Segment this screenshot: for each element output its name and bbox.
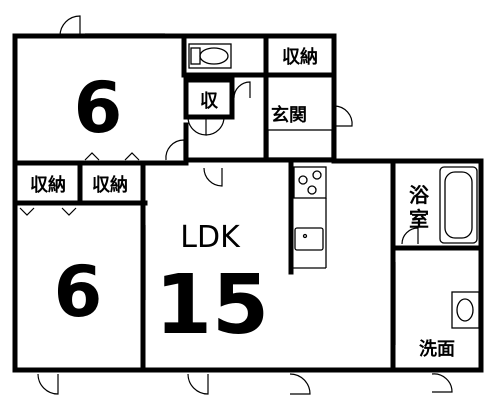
door-bedroom-top bbox=[165, 139, 185, 161]
closet-left-label: 収納 bbox=[30, 174, 66, 196]
ldk-mats: 15 bbox=[155, 258, 269, 353]
entrance-step bbox=[267, 129, 333, 159]
walls bbox=[12, 33, 484, 373]
closet-top-label: 収納 bbox=[282, 46, 318, 68]
door-entrance bbox=[333, 105, 353, 127]
door-bottom-right bbox=[289, 373, 311, 395]
ldk-name: LDK bbox=[180, 220, 241, 255]
sink-fixture bbox=[294, 227, 324, 251]
closet-right-label: 収納 bbox=[92, 174, 128, 196]
door-wash bbox=[431, 373, 453, 393]
doors bbox=[19, 15, 453, 395]
door-top-left bbox=[59, 15, 81, 37]
bath-label-1: 浴 bbox=[409, 183, 430, 207]
toilet-fixture bbox=[188, 43, 232, 69]
washroom-label: 洗面 bbox=[419, 338, 455, 360]
closet-marker-d bbox=[61, 207, 77, 216]
closet-marker-b bbox=[124, 152, 140, 161]
door-closet-a bbox=[187, 116, 207, 136]
door-storage bbox=[233, 81, 251, 99]
fixtures bbox=[188, 43, 480, 329]
storage-small-label: 収 bbox=[200, 91, 219, 112]
bath-label-2: 室 bbox=[409, 207, 429, 231]
door-bottom-mid bbox=[187, 373, 209, 395]
bedroom-bottom-mats: 6 bbox=[54, 251, 103, 333]
entrance-label: 玄関 bbox=[271, 104, 307, 126]
door-bottom-left bbox=[37, 373, 59, 395]
bathtub-fixture bbox=[439, 166, 478, 244]
closet-marker-a bbox=[84, 152, 100, 161]
door-ldk-top bbox=[203, 167, 223, 187]
closet-marker-c bbox=[19, 207, 35, 216]
washbasin-fixture bbox=[451, 291, 480, 329]
door-bath bbox=[401, 227, 419, 245]
door-closet-b bbox=[205, 116, 225, 136]
bedroom-top-mats: 6 bbox=[74, 67, 123, 149]
stove-fixture bbox=[293, 166, 327, 199]
